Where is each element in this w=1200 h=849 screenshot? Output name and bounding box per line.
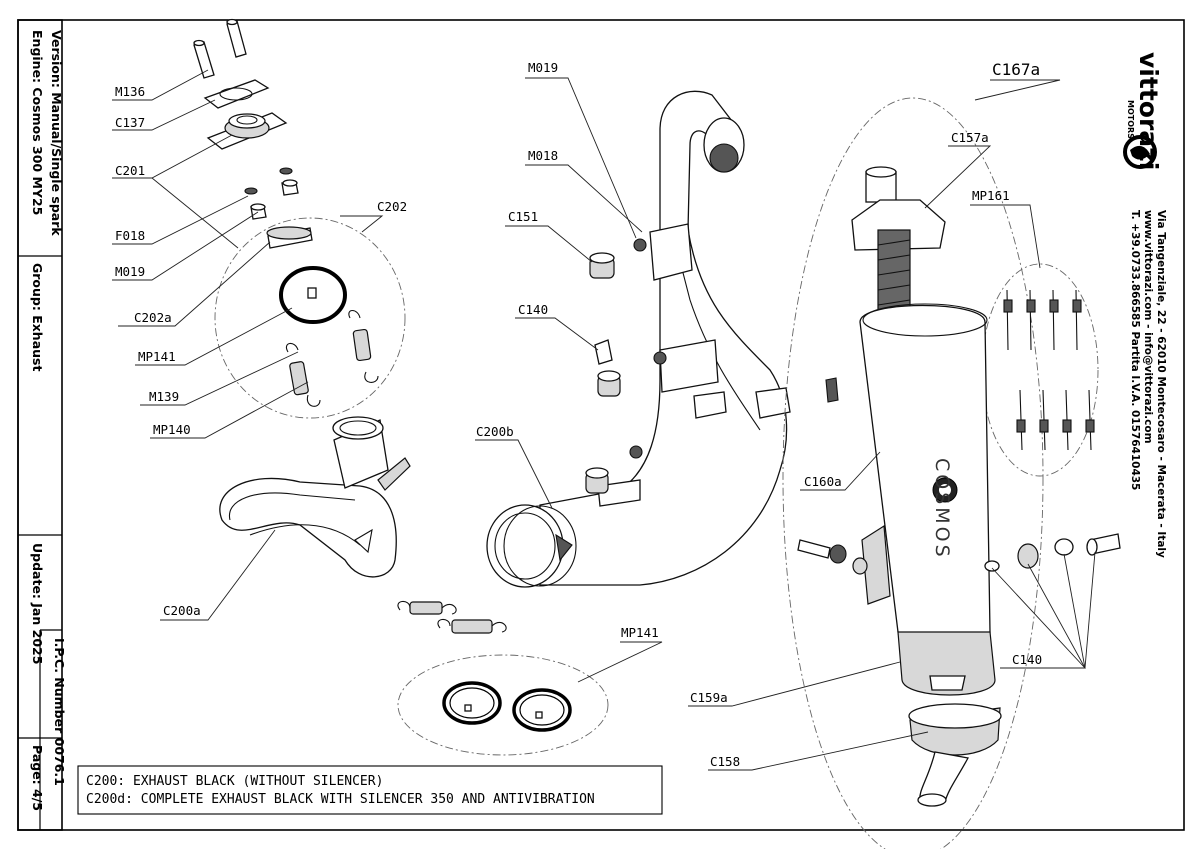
label-mp141-top: MP141	[138, 349, 176, 364]
cap-c202a	[266, 226, 313, 249]
logo-swirl-icon	[1130, 145, 1150, 160]
update-label: Update: Jan 2025	[30, 543, 45, 664]
clamp-pair-mp141	[442, 681, 572, 732]
label-m019-left: M019	[115, 264, 145, 279]
label-m018: M018	[528, 148, 558, 163]
silencer-brand-text: COSMOS	[931, 458, 953, 560]
label-c140-right: C140	[1012, 652, 1042, 667]
label-c202a: C202a	[134, 310, 172, 325]
label-c200a: C200a	[163, 603, 201, 618]
engine-label: Engine: Cosmos 300 MY25	[30, 30, 45, 215]
page-border	[17, 19, 1185, 831]
logo-mark-icon	[1123, 135, 1157, 169]
label-c201: C201	[115, 163, 145, 178]
group-boundary-mp141	[397, 654, 609, 756]
label-m136: M136	[115, 84, 145, 99]
label-c140-mid: C140	[518, 302, 548, 317]
leader-lines	[112, 69, 1096, 771]
clamp-ring-mp141	[279, 266, 347, 324]
group-boundary-c202	[214, 217, 406, 419]
pin-m136	[193, 18, 247, 79]
page-number-label: Page: 4/5	[30, 745, 45, 811]
pipe-c200a	[219, 416, 411, 578]
end-cap-c158	[908, 703, 1002, 807]
label-c158: C158	[710, 754, 740, 769]
label-m019-mid: M019	[528, 60, 558, 75]
company-phone-vat: T. +39.0733.866585 Partita I.V.A. 015764…	[1129, 210, 1141, 490]
label-f018: F018	[115, 228, 145, 243]
label-m139: M139	[149, 389, 179, 404]
rubber-mount-c151	[585, 238, 667, 494]
ipc-number-label: I.P.C. Number 0076.1	[52, 638, 67, 786]
note-line-2: C200d: COMPLETE EXHAUST BLACK WITH SILEN…	[86, 792, 595, 807]
label-mp141-bottom: MP141	[621, 625, 659, 640]
label-c202: C202	[377, 199, 407, 214]
group-label: Group: Exhaust	[30, 263, 45, 371]
nut-group	[244, 167, 299, 220]
company-address: Via Tangenziale, 22 - 62010 Montecosaro …	[1155, 210, 1167, 558]
vittorazi-logo: vittorazi MOTORS	[1123, 52, 1163, 170]
group-boundary-mp161	[981, 263, 1099, 477]
label-c160a: C160a	[804, 474, 842, 489]
clip-c140-mid	[594, 339, 613, 365]
note-line-1: C200: EXHAUST BLACK (WITHOUT SILENCER)	[86, 774, 383, 789]
clip-small	[825, 377, 839, 403]
brand-subname: MOTORS	[1126, 100, 1135, 139]
label-c151: C151	[508, 209, 538, 224]
label-c137: C137	[115, 115, 145, 130]
flange-c201	[206, 112, 288, 150]
group-boundary-c167a	[782, 97, 1044, 849]
label-c167a: C167a	[992, 60, 1040, 79]
label-c157a: C157a	[951, 130, 989, 145]
spring-m139	[286, 309, 379, 407]
spring-pair	[397, 600, 507, 634]
version-label: Version: Manual/Single spark	[49, 30, 64, 236]
label-mp140: MP140	[153, 422, 191, 437]
label-mp161: MP161	[972, 188, 1010, 203]
gasket-c137	[203, 79, 270, 109]
label-c159a: C159a	[690, 690, 728, 705]
silencer-c160a: COSMOS	[851, 166, 996, 696]
company-contacts: www.vittorazi.com - info@vittorazi.com	[1142, 210, 1154, 444]
bolt-set-c140-right	[797, 533, 1121, 575]
notes-box	[77, 765, 663, 815]
pipe-c200b	[486, 90, 791, 588]
rivet-set-mp161	[1003, 289, 1095, 451]
label-c200b: C200b	[476, 424, 514, 439]
